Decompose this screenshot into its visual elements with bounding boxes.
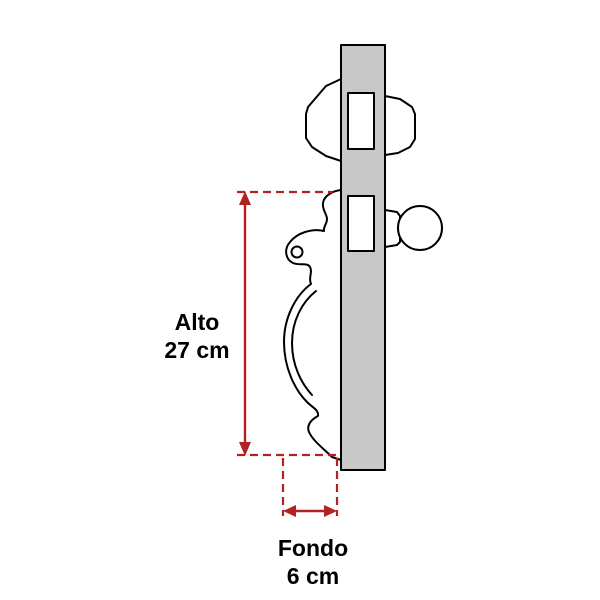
handle-inner-detail xyxy=(291,290,317,396)
depth-label: Fondo xyxy=(278,535,348,561)
height-arrow-bottom xyxy=(239,442,251,456)
dimension-arrows-group xyxy=(237,190,341,517)
door-edge-plate xyxy=(340,44,386,471)
depth-arrow-right xyxy=(324,505,337,517)
knob-bulb xyxy=(397,205,443,251)
depth-arrow-left xyxy=(283,505,296,517)
height-label: Alto xyxy=(175,309,220,335)
height-arrow-top xyxy=(239,191,251,205)
scroll-curl xyxy=(290,245,304,259)
handle-profile xyxy=(283,189,342,461)
depth-value: 6 cm xyxy=(287,563,339,589)
dimension-annotations xyxy=(237,190,341,517)
handle-outline xyxy=(283,189,342,461)
lock-housing xyxy=(305,78,416,162)
faceplate-cutout-bottom xyxy=(347,195,375,252)
door-knob xyxy=(384,205,443,251)
faceplate-cutout-top xyxy=(347,92,375,150)
dimension-labels: Alto 27 cm Fondo 6 cm xyxy=(164,309,348,589)
lock-housing-left xyxy=(305,78,342,162)
height-value: 27 cm xyxy=(164,337,229,363)
lock-housing-right xyxy=(384,95,416,156)
